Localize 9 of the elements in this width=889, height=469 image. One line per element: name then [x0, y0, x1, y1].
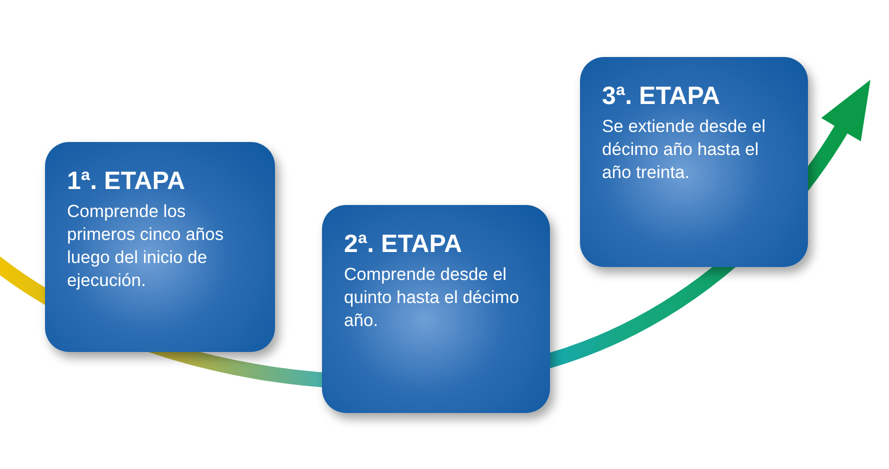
stage-description: Comprende desde el quinto hasta el décimo año.: [344, 263, 520, 332]
stage-description: Se extiende desde el décimo año hasta el año treinta.: [602, 115, 766, 184]
stage-description: Comprende los primeros cinco años luego del inicio de ejecución.: [67, 200, 225, 292]
stage-heading: 3ª. ETAPA: [602, 81, 722, 111]
stage-card: [45, 142, 275, 352]
stage-card: [322, 205, 550, 413]
stage-heading: 2ª. ETAPA: [344, 229, 464, 259]
stage-card: [580, 57, 808, 267]
stage-heading: 1ª. ETAPA: [67, 166, 186, 196]
